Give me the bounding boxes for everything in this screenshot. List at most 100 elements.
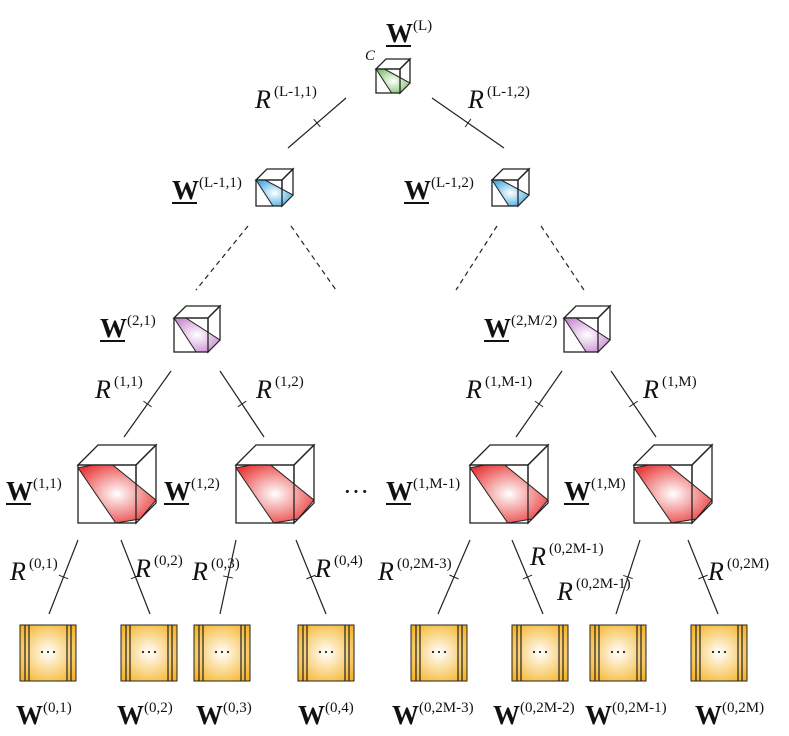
rank-mid-4-symbol: R <box>642 375 659 404</box>
tensor-2-M2-core-band <box>563 317 611 353</box>
bond-mid-2-tick <box>237 400 247 408</box>
rank-bottom-8: R(0,2M) <box>707 556 769 586</box>
rank-bottom-2-symbol: R <box>134 554 151 583</box>
rank-bottom-3-superscript: (0,3) <box>211 556 240 572</box>
leaf-label-5-superscript: (0,2M-3) <box>419 700 474 716</box>
tensor-1-2-core-band <box>235 464 315 524</box>
rank-bottom-8-superscript: (0,2M) <box>727 556 769 572</box>
rank-bottom-2: R(0,2) <box>134 553 183 583</box>
tensor-1-1-core-band <box>77 464 157 524</box>
labels-layer: W(L)CR(L-1,1)R(L-1,2)W(L-1,1)W(L-1,2)W(2… <box>6 18 769 730</box>
rank-top-right-superscript: (L-1,2) <box>487 84 530 100</box>
label-2-M2-symbol: W <box>484 313 511 343</box>
label-1-2-symbol: W <box>164 476 191 506</box>
rank-bottom-7-symbol: R <box>556 577 573 606</box>
label-2-1-symbol: W <box>100 313 127 343</box>
bond-bottom-4-tick <box>306 574 316 580</box>
tensor-1-2 <box>234 443 316 525</box>
tensor-1-4-front-face <box>633 464 693 524</box>
bond-bottom-6-tick <box>522 574 533 580</box>
leaf-label-3-symbol: W <box>196 700 223 730</box>
tensor-1-4-top-face <box>632 444 714 466</box>
label-L-1-1-superscript: (L-1,1) <box>199 175 242 191</box>
rank-bottom-6-superscript: (0,2M-1) <box>549 541 604 557</box>
rank-mid-1-symbol: R <box>94 375 111 404</box>
leaf-label-4-superscript: (0,4) <box>325 700 354 716</box>
root-core-tensor-front-face <box>375 68 401 94</box>
label-2-1: W(2,1) <box>100 313 156 343</box>
rank-top-left-superscript: (L-1,1) <box>274 84 317 100</box>
tensor-L-1-1 <box>254 167 295 208</box>
root-label: W(L) <box>386 18 432 48</box>
leaf-label-2-superscript: (0,2) <box>144 700 173 716</box>
leaf-label-4-symbol: W <box>298 700 325 730</box>
leaf-tensor-2: ··· <box>120 624 178 682</box>
rank-top-right-symbol: R <box>467 85 484 114</box>
label-2-M2: W(2,M/2) <box>484 313 557 343</box>
bond-bottom-3-tick <box>223 575 233 579</box>
rank-bottom-6-symbol: R <box>529 542 546 571</box>
leaf-tensor-6-dots: ··· <box>531 642 549 662</box>
rank-mid-3-symbol: R <box>465 375 482 404</box>
tensor-2-M2 <box>562 304 612 354</box>
rank-mid-1: R(1,1) <box>94 374 143 404</box>
rank-bottom-6: R(0,2M-1) <box>529 541 604 571</box>
rank-bottom-2-superscript: (0,2) <box>154 553 183 569</box>
leaf-tensor-7: ··· <box>589 624 647 682</box>
root-label-symbol: W <box>386 18 413 48</box>
rank-bottom-4: R(0,4) <box>314 553 363 583</box>
leaf-tensor-1: ··· <box>19 624 77 682</box>
leaf-tensor-3: ··· <box>193 624 251 682</box>
root-core-tensor <box>374 57 412 95</box>
label-1-1-superscript: (1,1) <box>33 476 62 492</box>
leaf-tensor-1-dots: ··· <box>39 642 57 662</box>
rank-top-left: R(L-1,1) <box>254 84 317 114</box>
tensor-2-1 <box>172 304 222 354</box>
rank-bottom-1-symbol: R <box>9 557 26 586</box>
rank-top-right: R(L-1,2) <box>467 84 530 114</box>
rank-mid-2-superscript: (1,2) <box>275 374 304 390</box>
tensor-1-4-core-band <box>633 464 713 524</box>
dashed-4 <box>540 225 585 291</box>
leaf-tensor-8: ··· <box>690 624 748 682</box>
leaf-label-7-symbol: W <box>585 700 612 730</box>
label-1-M-superscript: (1,M) <box>591 476 626 492</box>
leaf-tensor-5: ··· <box>410 624 468 682</box>
tensor-L-1-1-core-band <box>255 179 294 207</box>
bond-top-right-tick <box>464 118 472 128</box>
label-2-M2-superscript: (2,M/2) <box>511 313 557 329</box>
rank-bottom-5-superscript: (0,2M-3) <box>397 556 452 572</box>
rank-bottom-4-symbol: R <box>314 554 331 583</box>
tensor-1-3-front-face <box>469 464 529 524</box>
rank-bottom-3-symbol: R <box>191 557 208 586</box>
leaf-tensor-3-dots: ··· <box>213 642 231 662</box>
dashed-3 <box>455 225 498 291</box>
rank-mid-4: R(1,M) <box>642 374 697 404</box>
leaf-label-3-superscript: (0,3) <box>223 700 252 716</box>
tensor-1-3-top-face <box>468 444 550 466</box>
rank-bottom-5: R(0,2M-3) <box>377 556 452 586</box>
leaf-label-1-symbol: W <box>16 700 43 730</box>
rank-mid-4-superscript: (1,M) <box>662 374 697 390</box>
rank-bottom-3: R(0,3) <box>191 556 240 586</box>
bond-mid-4-tick <box>629 400 638 408</box>
bond-mid-3-tick <box>534 400 544 408</box>
tensor-1-1 <box>76 443 158 525</box>
label-L-1-1-symbol: W <box>172 175 199 205</box>
label-1-M-1-superscript: (1,M-1) <box>413 476 460 492</box>
rank-bottom-4-superscript: (0,4) <box>334 553 363 569</box>
edges-layer <box>48 97 719 615</box>
tensor-L-1-2-front-face <box>491 179 519 207</box>
rank-mid-3-superscript: (1,M-1) <box>485 374 532 390</box>
rank-mid-3: R(1,M-1) <box>465 374 532 404</box>
bond-top-left-tick <box>313 118 321 128</box>
rank-bottom-5-symbol: R <box>377 557 394 586</box>
rank-mid-2: R(1,2) <box>255 374 304 404</box>
level3-ellipsis: ··· <box>343 477 369 506</box>
leaf-label-1: W(0,1) <box>16 700 72 730</box>
tensor-L-1-2 <box>490 167 531 208</box>
tensor-2-M2-front-face <box>563 317 599 353</box>
bond-bottom-2-tick <box>130 574 141 580</box>
tensor-2-1-front-face <box>173 317 209 353</box>
